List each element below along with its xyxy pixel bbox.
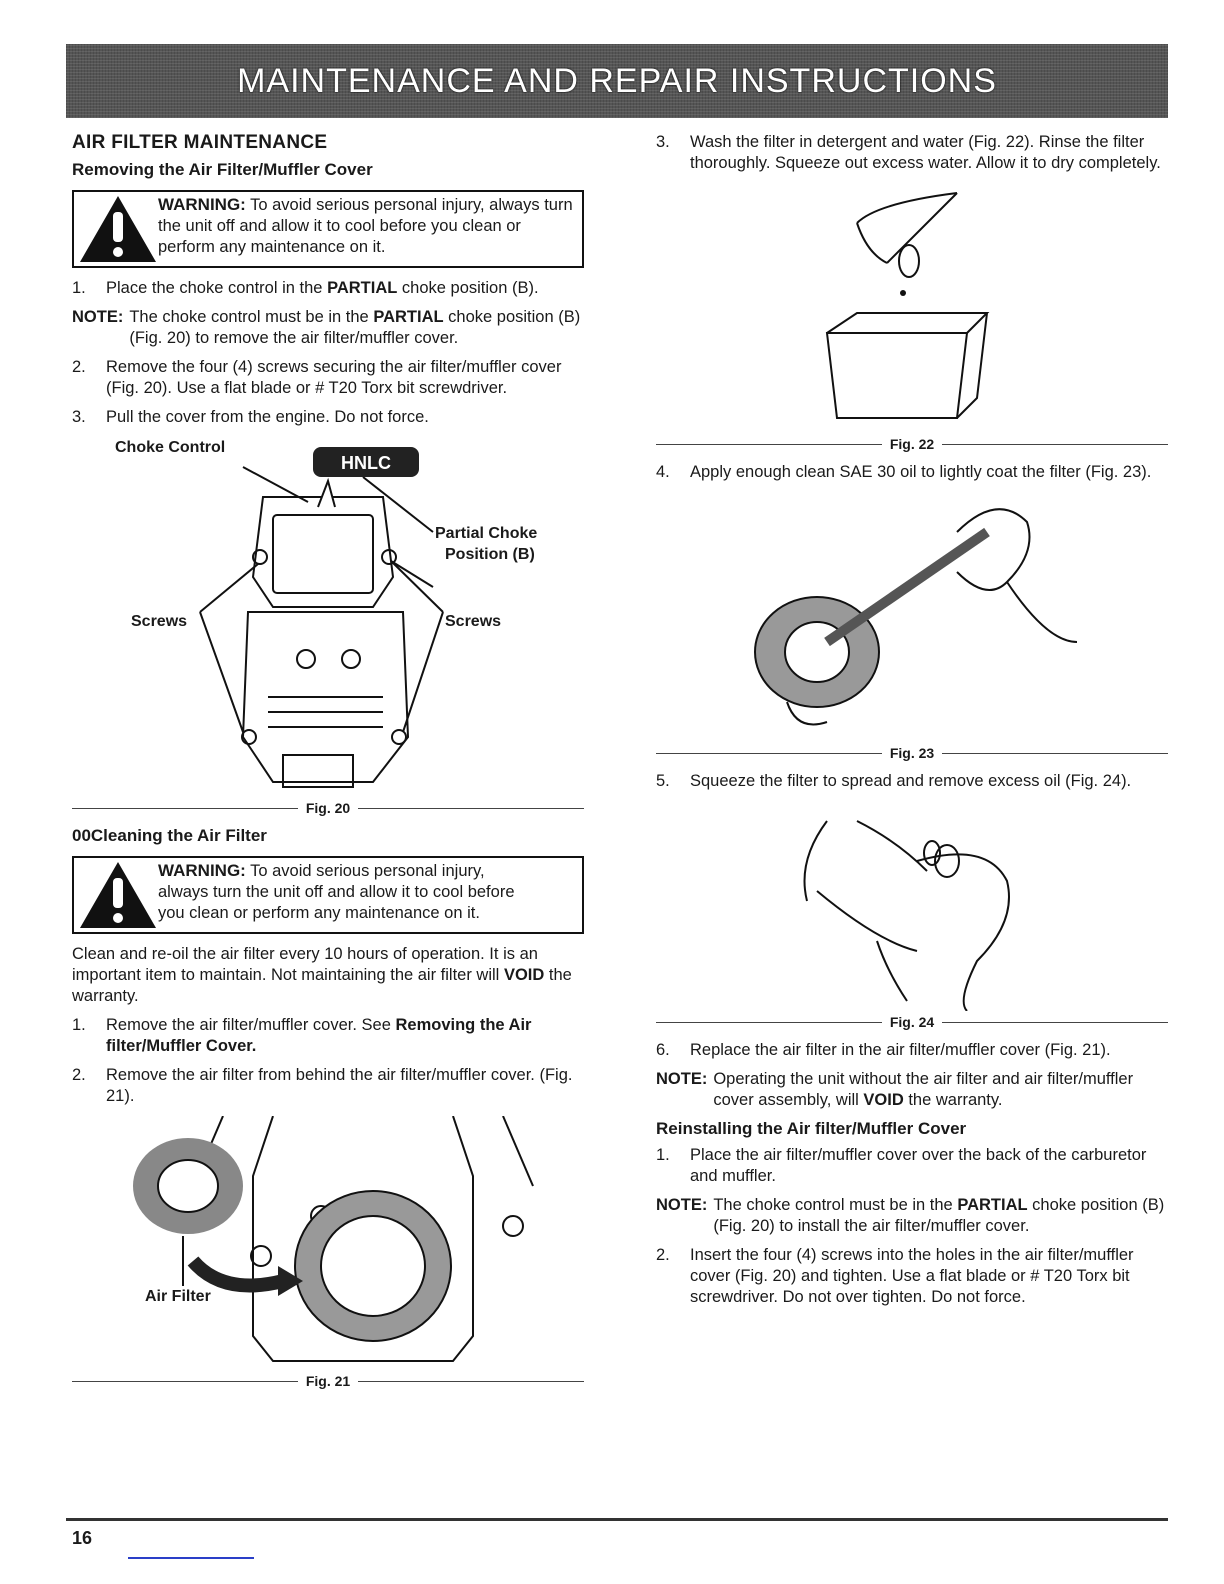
list-item: 2.Insert the four (4) screws into the ho… <box>656 1246 1134 1306</box>
list-item: 4.Apply enough clean SAE 30 oil to light… <box>656 463 1152 481</box>
label-screws-left: Screws <box>131 613 188 630</box>
figure-20: HNLC Choke Control Partial Choke Positio… <box>72 436 584 798</box>
figure-24 <box>656 800 1168 1012</box>
footer-rule <box>66 1518 1168 1521</box>
list-item: 1.Place the choke control in the PARTIAL… <box>72 279 539 297</box>
figure-caption: Fig. 20 <box>72 800 585 816</box>
figure-caption: Fig. 24 <box>656 1014 1169 1030</box>
oil-filter-illustration <box>754 508 1078 726</box>
label-partial-choke: Partial Choke <box>435 525 538 542</box>
figure-22 <box>656 182 1168 434</box>
banner-title: MAINTENANCE AND REPAIR INSTRUCTIONS <box>237 61 997 100</box>
note: NOTE:The choke control must be in the PA… <box>72 308 581 347</box>
figure-caption: Fig. 22 <box>656 436 1169 452</box>
label-screws-right: Screws <box>445 613 502 630</box>
note: NOTE:The choke control must be in the PA… <box>656 1196 1165 1235</box>
note: NOTE:Operating the unit without the air … <box>656 1070 1134 1109</box>
list-item: 2.Remove the air filter from behind the … <box>72 1066 573 1105</box>
list-item: 5.Squeeze the filter to spread and remov… <box>656 772 1132 790</box>
list-item: 2.Remove the four (4) screws securing th… <box>72 358 562 397</box>
choke-diagram-illustration: HNLC <box>199 447 444 788</box>
figure-21: Air Filter <box>72 1115 584 1371</box>
choke-selector-label: HNLC <box>341 453 391 473</box>
wash-filter-illustration <box>825 192 990 419</box>
label-choke-control: Choke Control <box>115 439 226 456</box>
label-position-b: Position (B) <box>445 546 535 563</box>
list-item: 3.Pull the cover from the engine. Do not… <box>72 408 429 426</box>
air-filter-illustration <box>133 1115 534 1362</box>
subheading-reinstalling: Reinstalling the Air filter/Muffler Cove… <box>656 1119 967 1138</box>
label-air-filter: Air Filter <box>145 1288 211 1305</box>
warning-label: WARNING: <box>158 861 246 880</box>
list-item: 3.Wash the filter in detergent and water… <box>656 133 1161 172</box>
warning-box: WARNING: To avoid serious personal injur… <box>72 190 584 268</box>
figure-caption: Fig. 21 <box>72 1373 585 1389</box>
figure-caption: Fig. 23 <box>656 745 1169 761</box>
warning-icon <box>78 860 158 930</box>
warning-label: WARNING: <box>158 195 246 214</box>
warning-box: WARNING: To avoid serious personal injur… <box>72 856 584 934</box>
squeeze-filter-illustration <box>803 820 1010 1012</box>
list-item: 6.Replace the air filter in the air filt… <box>656 1041 1111 1059</box>
page-banner: MAINTENANCE AND REPAIR INSTRUCTIONS <box>66 44 1168 118</box>
warning-text: To avoid serious personal injury, always… <box>158 196 573 256</box>
subheading-cleaning: 00Cleaning the Air Filter <box>72 826 267 845</box>
warning-icon <box>78 194 158 264</box>
page-number: 16 <box>72 1528 93 1548</box>
list-item: 1.Place the air filter/muffler cover ove… <box>656 1146 1147 1185</box>
left-column: AIR FILTER MAINTENANCE Removing the Air … <box>72 132 585 1399</box>
right-column: 3.Wash the filter in detergent and water… <box>656 132 1169 1316</box>
section-heading: AIR FILTER MAINTENANCE <box>72 132 328 153</box>
list-item: 1.Remove the air filter/muffler cover. S… <box>72 1016 532 1055</box>
figure-23 <box>656 491 1168 743</box>
warning-text: To avoid serious personal injury, always… <box>158 862 515 922</box>
paragraph: Clean and re-oil the air filter every 10… <box>72 945 572 1005</box>
footer-underline <box>128 1557 254 1559</box>
subheading-removing: Removing the Air Filter/Muffler Cover <box>72 160 373 179</box>
